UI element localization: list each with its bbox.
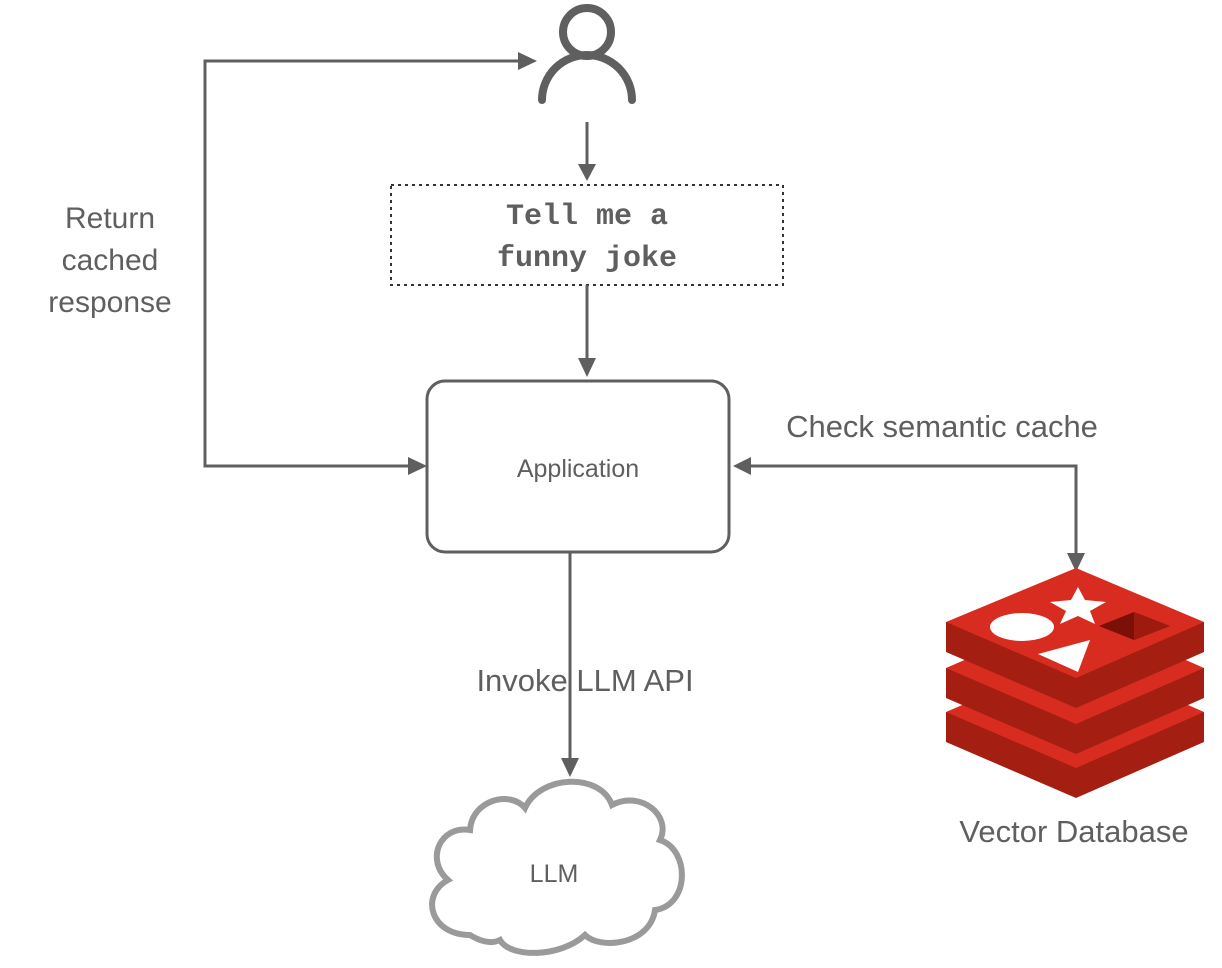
user-icon	[538, 4, 636, 104]
prompt-text-line1: Tell me a	[506, 200, 668, 234]
llm-label: LLM	[530, 860, 579, 888]
cloud-icon	[429, 778, 685, 956]
arrow-invoke-llm	[561, 552, 579, 777]
arrow-prompt-to-application	[578, 285, 596, 377]
return-label-line1: Return	[65, 202, 155, 235]
prompt-box: Tell me a funny joke	[390, 184, 784, 286]
return-label-line3: response	[48, 286, 171, 319]
invoke-llm-label: Invoke LLM API	[476, 663, 693, 698]
arrow-user-to-prompt	[578, 122, 596, 181]
application-node: Application	[425, 379, 731, 554]
prompt-text-line2: funny joke	[497, 242, 677, 276]
llm-node: LLM	[429, 778, 685, 956]
arrow-check-semantic-cache	[733, 457, 1085, 572]
arrow-return-cached-response	[203, 52, 537, 475]
application-label: Application	[517, 455, 639, 483]
redis-database-icon	[946, 568, 1204, 798]
vector-database-label: Vector Database	[959, 814, 1188, 849]
check-cache-label: Check semantic cache	[786, 409, 1098, 444]
return-label-line2: cached	[62, 244, 159, 277]
